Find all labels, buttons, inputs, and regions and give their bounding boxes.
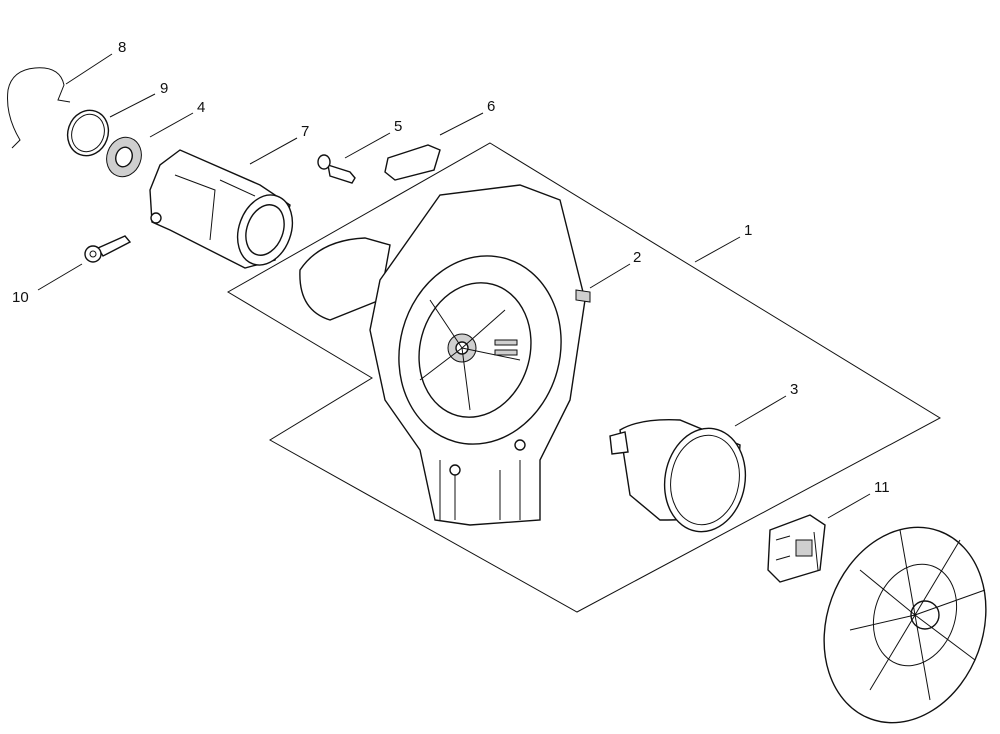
callout-7: 7 xyxy=(301,123,309,140)
part-4-washer xyxy=(106,136,142,178)
part-9-ring xyxy=(66,109,110,157)
callout-3: 3 xyxy=(790,381,798,398)
part-7-coupling xyxy=(149,149,294,269)
part-10-fitting xyxy=(84,235,132,263)
callout-5: 5 xyxy=(394,118,402,135)
callout-2: 2 xyxy=(633,249,641,266)
part-8-wire-clip xyxy=(7,67,71,149)
part-3-clutch-drum xyxy=(609,419,747,533)
callout-1: 1 xyxy=(744,222,752,239)
part-5-screw xyxy=(317,154,356,184)
callout-8: 8 xyxy=(118,39,126,56)
part-6-plate xyxy=(384,144,441,181)
callout-11: 11 xyxy=(874,479,890,496)
assembly-outline xyxy=(227,142,942,613)
part-2-grommet xyxy=(575,289,591,303)
callout-4: 4 xyxy=(197,99,205,116)
callout-9: 9 xyxy=(160,80,168,97)
flywheel xyxy=(823,526,987,724)
callout-10: 10 xyxy=(12,289,29,306)
part-11-clutch xyxy=(767,514,826,583)
part-1-fan-housing xyxy=(299,184,586,526)
leader-lines xyxy=(37,53,871,519)
callout-6: 6 xyxy=(487,98,495,115)
